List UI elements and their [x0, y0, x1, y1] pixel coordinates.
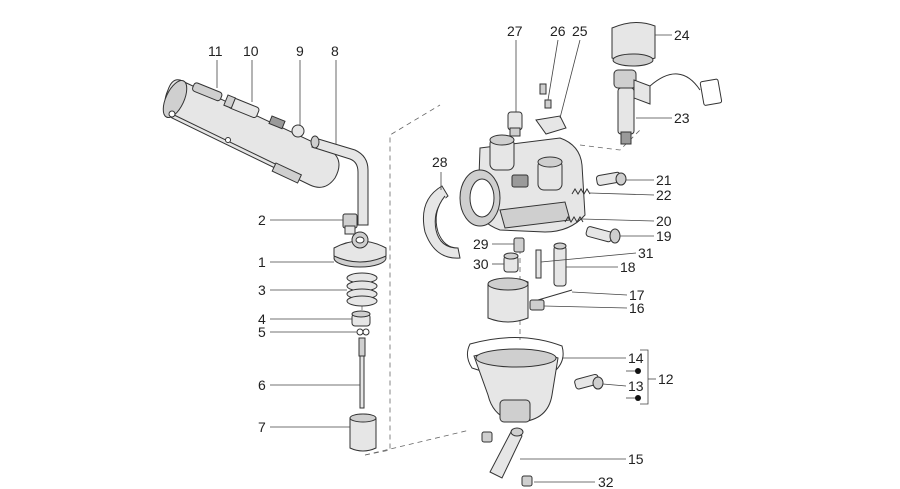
callout-3: 3 — [258, 282, 266, 298]
part-10-adjuster — [223, 94, 260, 119]
part-30-jet — [503, 252, 519, 273]
callout-15: 15 — [628, 451, 644, 467]
part-6-needle — [358, 337, 366, 409]
callout-31: 31 — [638, 245, 654, 261]
part-3-spring — [346, 272, 378, 307]
part-27-screw — [507, 111, 523, 137]
callout-22: 22 — [656, 187, 672, 203]
callout-21: 21 — [656, 172, 672, 188]
bullet-markers — [635, 368, 641, 401]
callout-13: 13 — [628, 378, 644, 394]
part-26-small-screw — [539, 83, 552, 109]
part-28-gasket-ring — [422, 185, 461, 259]
part-15-drain-hose — [489, 427, 524, 479]
leader-lines — [216, 34, 672, 483]
callout-27: 27 — [507, 23, 523, 39]
callout-24: 24 — [674, 27, 690, 43]
callout-1: 1 — [258, 254, 266, 270]
callout-20: 20 — [656, 213, 672, 229]
part-25-bracket — [535, 115, 567, 135]
part-8-cable-tube — [310, 135, 369, 226]
part-5-clip — [356, 328, 370, 336]
part-23-electric-choke — [613, 69, 723, 145]
part-31-needle-jet — [535, 249, 542, 279]
callout-23: 23 — [674, 110, 690, 126]
part-1-slide-cover — [333, 231, 387, 268]
throttle-cable-inner — [168, 110, 303, 184]
part-19-idle-screw — [585, 226, 621, 244]
callout-7: 7 — [258, 419, 266, 435]
part-2-screw — [342, 213, 358, 235]
float — [487, 277, 529, 323]
part-24-choke-cap — [611, 22, 656, 67]
callout-labels: 11 10 9 8 2 1 3 4 5 6 7 27 26 25 24 23 2… — [208, 23, 690, 489]
callout-32: 32 — [598, 474, 614, 489]
callout-28: 28 — [432, 154, 448, 170]
part-16-needle-valve — [529, 299, 545, 311]
callout-29: 29 — [473, 236, 489, 252]
callout-4: 4 — [258, 311, 266, 327]
part-21-pilot-screw — [595, 171, 627, 186]
part-29-jet — [513, 237, 525, 253]
part-7-throttle-valve — [349, 413, 377, 452]
callout-14: 14 — [628, 350, 644, 366]
callout-17: 17 — [629, 287, 645, 303]
callout-6: 6 — [258, 377, 266, 393]
part-17-float-pin — [537, 289, 573, 301]
part-4-retainer — [351, 310, 371, 327]
callout-2: 2 — [258, 212, 266, 228]
callout-8: 8 — [331, 43, 339, 59]
part-32-screw — [521, 475, 533, 487]
callout-11: 11 — [208, 43, 223, 59]
callout-10: 10 — [243, 43, 259, 59]
part-13-drain-screw — [574, 373, 604, 390]
part-11-pin — [192, 82, 223, 102]
part-22-spring — [571, 188, 591, 195]
callout-12: 12 — [658, 371, 674, 387]
callout-5: 5 — [258, 324, 266, 340]
float-bowl — [473, 348, 559, 423]
part-20-spring — [564, 216, 584, 223]
callout-30: 30 — [473, 256, 489, 272]
callout-25: 25 — [572, 23, 588, 39]
callout-9: 9 — [296, 43, 304, 59]
callout-19: 19 — [656, 228, 672, 244]
callout-26: 26 — [550, 23, 566, 39]
part-9-nut — [268, 115, 305, 138]
throttle-grip-sleeve — [162, 79, 340, 188]
bowl-bottom-screw — [481, 431, 493, 443]
part-18-emulsion-tube — [553, 242, 567, 287]
callout-16: 16 — [629, 300, 645, 316]
carburetor-body — [459, 134, 586, 233]
callout-18: 18 — [620, 259, 636, 275]
